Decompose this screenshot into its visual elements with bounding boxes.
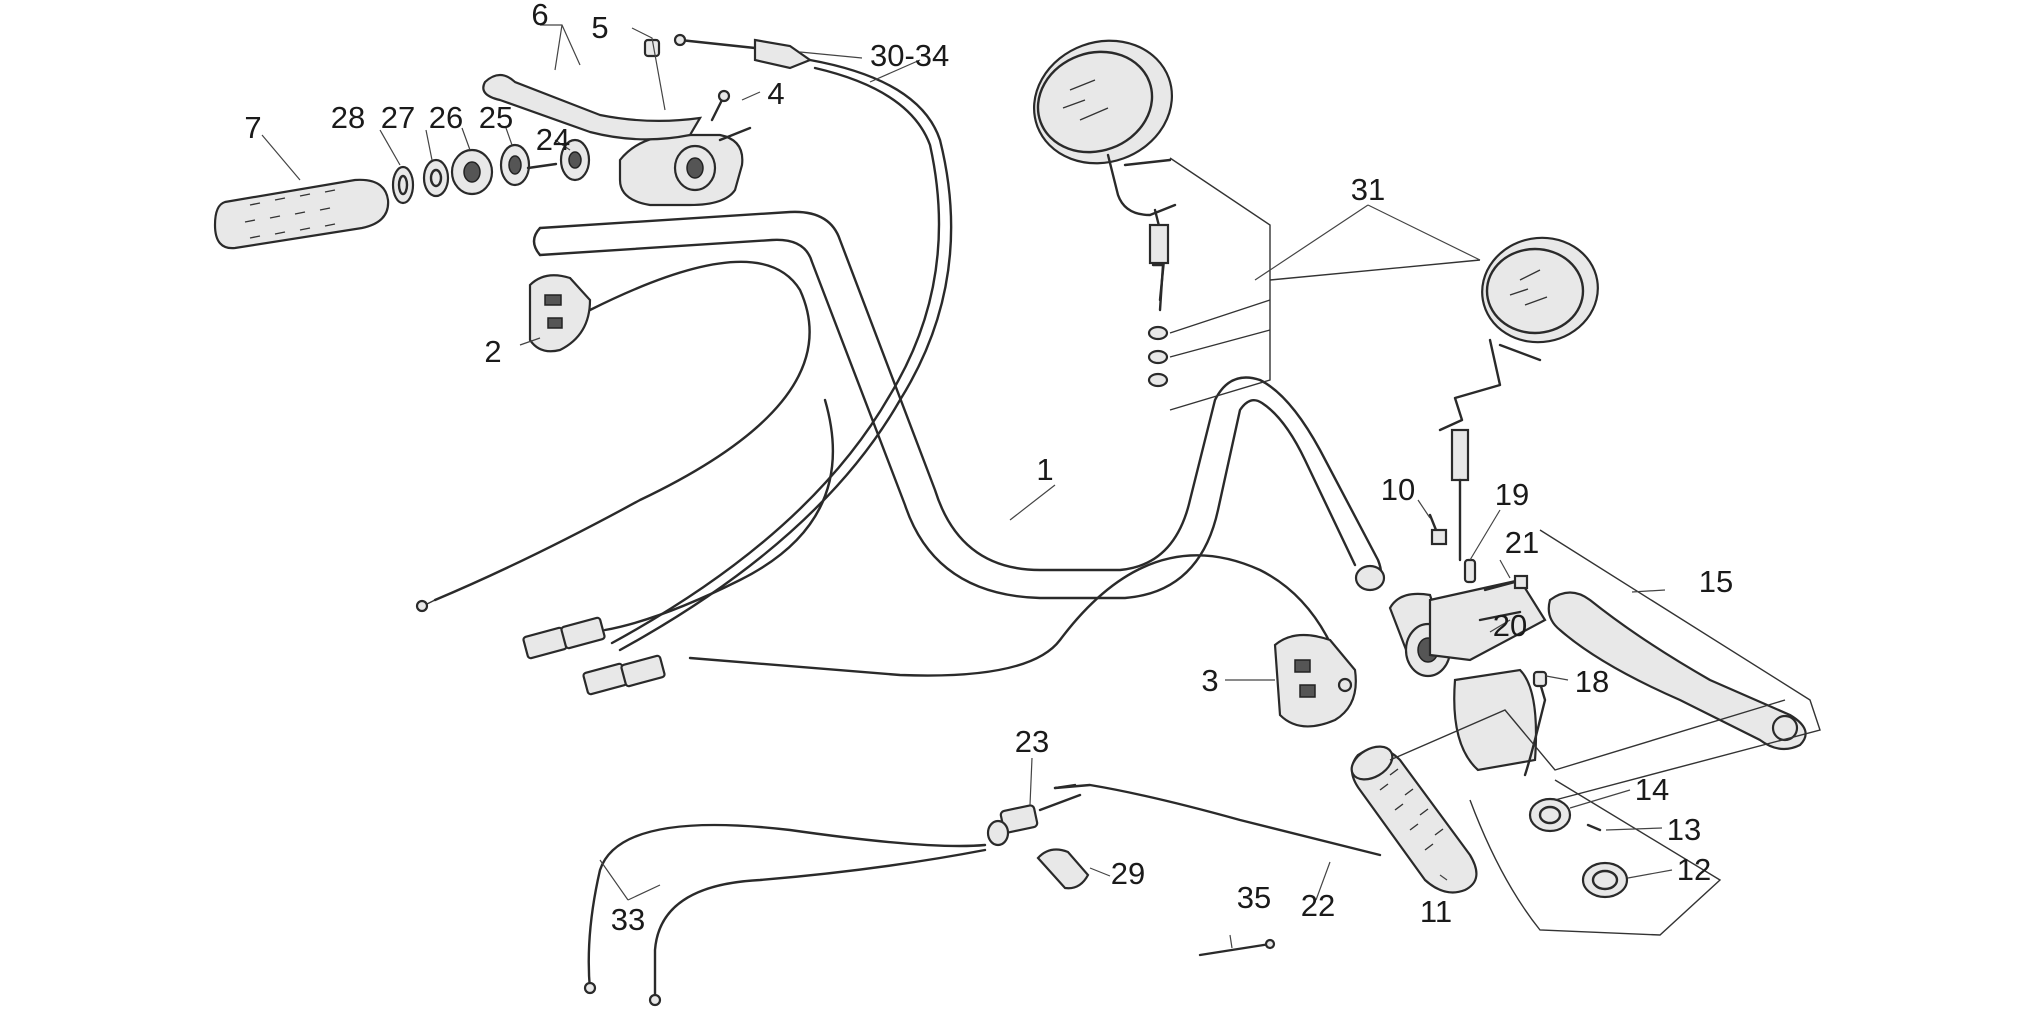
screw-4 (710, 89, 731, 122)
lever-housing (618, 126, 752, 207)
clutch-cable-34 (610, 58, 953, 652)
switch-18 (1523, 670, 1548, 777)
label-31: 31 (1351, 172, 1385, 207)
label-12: 12 (1677, 852, 1711, 887)
clutch-lever-6 (482, 73, 703, 141)
throttle-cable-22 (1053, 783, 1382, 857)
washer-14 (1528, 797, 1572, 833)
label-15: 15 (1699, 564, 1733, 599)
connector-left-b (582, 554, 1347, 696)
cable-end-30 (673, 33, 813, 70)
label-13: 13 (1667, 812, 1701, 847)
throttle-cables-33 (583, 823, 987, 1007)
label-1: 1 (1036, 452, 1053, 487)
label-4: 4 (767, 76, 784, 111)
label-33: 33 (611, 902, 645, 937)
switch-cable-long (415, 260, 811, 613)
right-mirror (1438, 236, 1599, 562)
lead-lines (261, 24, 1673, 949)
label-6: 6 (531, 0, 548, 32)
washer-27 (422, 158, 450, 198)
screw-20 (1478, 610, 1522, 622)
label-24: 24 (536, 122, 570, 157)
label-14: 14 (1635, 772, 1669, 807)
master-cylinder (1388, 578, 1547, 772)
left-mirror (1032, 39, 1177, 388)
label-10: 10 (1381, 472, 1415, 507)
label-20: 20 (1493, 608, 1527, 643)
washer-24 (559, 138, 591, 182)
label-19: 19 (1495, 477, 1529, 512)
throttle-drum-26 (450, 148, 494, 196)
part-labels: 6 5 30-34 4 7 28 27 26 25 24 31 2 1 10 1… (244, 0, 1733, 937)
brake-lever-15 (1547, 591, 1807, 751)
handlebar (532, 210, 1386, 600)
label-28: 28 (331, 100, 365, 135)
label-29: 29 (1111, 856, 1145, 891)
screw-13 (1586, 823, 1602, 832)
left-grip (213, 178, 390, 250)
label-22: 22 (1301, 888, 1335, 923)
label-27: 27 (381, 100, 415, 135)
label-23: 23 (1015, 724, 1049, 759)
junction-23 (986, 793, 1082, 847)
label-7: 7 (244, 110, 261, 145)
washer-12 (1581, 861, 1629, 899)
label-35: 35 (1237, 880, 1271, 915)
label-11: 11 (1420, 894, 1452, 929)
bolt-21 (1483, 574, 1529, 592)
label-21: 21 (1505, 525, 1539, 560)
cable-cap-29 (1036, 848, 1090, 890)
connector-left-a (522, 398, 835, 660)
label-2: 2 (484, 334, 501, 369)
bolt-19 (1463, 558, 1477, 584)
label-30-34: 30-34 (870, 38, 949, 73)
pin-5 (643, 38, 661, 58)
label-3: 3 (1201, 663, 1218, 698)
washer-28 (391, 165, 415, 205)
right-assembly-guide (1389, 529, 1821, 936)
right-switch-3 (1273, 633, 1357, 728)
left-switch-2 (528, 274, 592, 353)
label-25: 25 (479, 100, 513, 135)
pin-35 (1198, 938, 1276, 957)
right-grip-11 (1350, 745, 1478, 894)
label-5: 5 (591, 10, 608, 45)
label-26: 26 (429, 100, 463, 135)
label-18: 18 (1575, 664, 1609, 699)
washer-25 (499, 143, 558, 187)
mirror-bracket-guide (1169, 157, 1481, 411)
screw-10 (1428, 513, 1448, 546)
